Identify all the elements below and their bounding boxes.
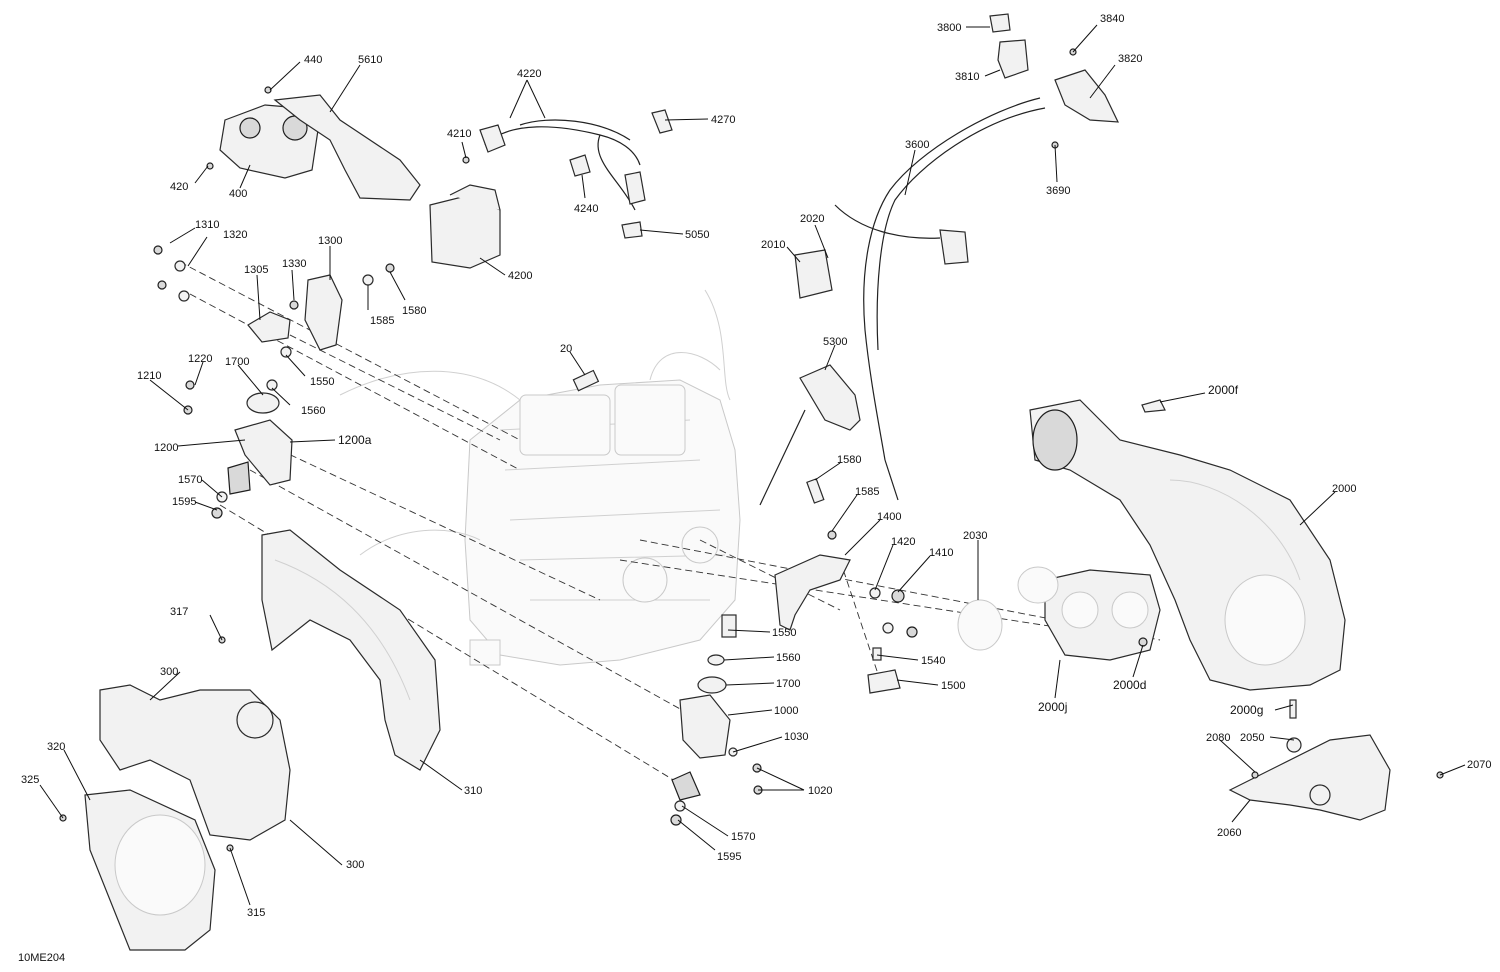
callout-2000d: 2000d <box>1113 678 1146 692</box>
callout-1585-center: 1585 <box>855 486 879 498</box>
belt-guard-bracket-assembly <box>206 86 421 201</box>
callout-440: 440 <box>304 54 322 66</box>
callout-300-upper: 300 <box>160 666 178 678</box>
callout-1550-left: 1550 <box>310 376 334 388</box>
callout-3800: 3800 <box>937 22 961 34</box>
duct-support-bracket <box>1228 734 1444 821</box>
callout-1595-center: 1595 <box>717 851 741 863</box>
callout-2000: 2000 <box>1332 483 1356 495</box>
callout-3840: 3840 <box>1100 13 1124 25</box>
callout-325: 325 <box>21 774 39 786</box>
callout-420: 420 <box>170 181 188 193</box>
callout-1540: 1540 <box>921 655 945 667</box>
oil-dipstick-and-bracket <box>572 364 918 694</box>
callout-1330: 1330 <box>282 258 306 270</box>
callout-3820: 3820 <box>1118 53 1142 65</box>
callout-317: 317 <box>170 606 188 618</box>
engine-block <box>339 289 741 666</box>
callout-1700-left: 1700 <box>225 356 249 368</box>
callout-1595-left: 1595 <box>172 496 196 508</box>
callout-1570-left: 1570 <box>178 474 202 486</box>
callout-1020: 1020 <box>808 785 832 797</box>
callout-1400: 1400 <box>877 511 901 523</box>
callout-20: 20 <box>560 343 572 355</box>
callout-1585-upper: 1585 <box>370 315 394 327</box>
belt-guard-covers <box>59 529 441 951</box>
callout-4200: 4200 <box>508 270 532 282</box>
callout-1220: 1220 <box>188 353 212 365</box>
callout-1500: 1500 <box>941 680 965 692</box>
callout-2060: 2060 <box>1217 827 1241 839</box>
callout-1300: 1300 <box>318 235 342 247</box>
callout-5050: 5050 <box>685 229 709 241</box>
callout-4270: 4270 <box>711 114 735 126</box>
callout-1580-center: 1580 <box>837 454 861 466</box>
callout-5610: 5610 <box>358 54 382 66</box>
engine-mount-front <box>670 614 763 826</box>
callout-3600: 3600 <box>905 139 929 151</box>
callout-1320: 1320 <box>223 229 247 241</box>
throttle-cable-assembly <box>794 13 1119 501</box>
engine-mount-stack-upper <box>153 245 395 391</box>
leader-lines <box>39 24 1466 906</box>
callout-3690: 3690 <box>1046 185 1070 197</box>
callout-1200a: 1200a <box>338 433 372 447</box>
callout-4210: 4210 <box>447 128 471 140</box>
callout-2000f: 2000f <box>1208 383 1239 397</box>
callout-2050: 2050 <box>1240 732 1264 744</box>
callout-1550-center: 1550 <box>772 627 796 639</box>
callout-1030: 1030 <box>784 731 808 743</box>
diagram-reference: 10ME204 <box>18 952 65 964</box>
callout-4220: 4220 <box>517 68 541 80</box>
ignition-harness <box>429 109 673 269</box>
callout-1310: 1310 <box>195 219 219 231</box>
callout-1210: 1210 <box>137 370 161 382</box>
callout-1420: 1420 <box>891 536 915 548</box>
air-intake-duct <box>957 399 1346 719</box>
callout-320: 320 <box>47 741 65 753</box>
callout-310: 310 <box>464 785 482 797</box>
callout-1000: 1000 <box>774 705 798 717</box>
callout-5300: 5300 <box>823 336 847 348</box>
callout-400: 400 <box>229 188 247 200</box>
callout-315: 315 <box>247 907 265 919</box>
callout-1305: 1305 <box>244 264 268 276</box>
callout-2070: 2070 <box>1467 759 1491 771</box>
callout-2080: 2080 <box>1206 732 1230 744</box>
callout-2030: 2030 <box>963 530 987 542</box>
callout-labels: 440 5610 420 400 4220 4210 4270 4240 420… <box>18 13 1491 964</box>
callout-1570-center: 1570 <box>731 831 755 843</box>
callout-1200: 1200 <box>154 442 178 454</box>
callout-1560-left: 1560 <box>301 405 325 417</box>
callout-2000g: 2000g <box>1230 703 1263 717</box>
callout-1410: 1410 <box>929 547 953 559</box>
callout-1700-center: 1700 <box>776 678 800 690</box>
engine-mount-stack-lower <box>183 380 293 519</box>
callout-4240: 4240 <box>574 203 598 215</box>
callout-300-lower: 300 <box>346 859 364 871</box>
callout-2000j: 2000j <box>1038 700 1067 714</box>
callout-2010: 2010 <box>761 239 785 251</box>
callout-1580-upper: 1580 <box>402 305 426 317</box>
callout-2020: 2020 <box>800 213 824 225</box>
callout-3810: 3810 <box>955 71 979 83</box>
callout-1560-center: 1560 <box>776 652 800 664</box>
